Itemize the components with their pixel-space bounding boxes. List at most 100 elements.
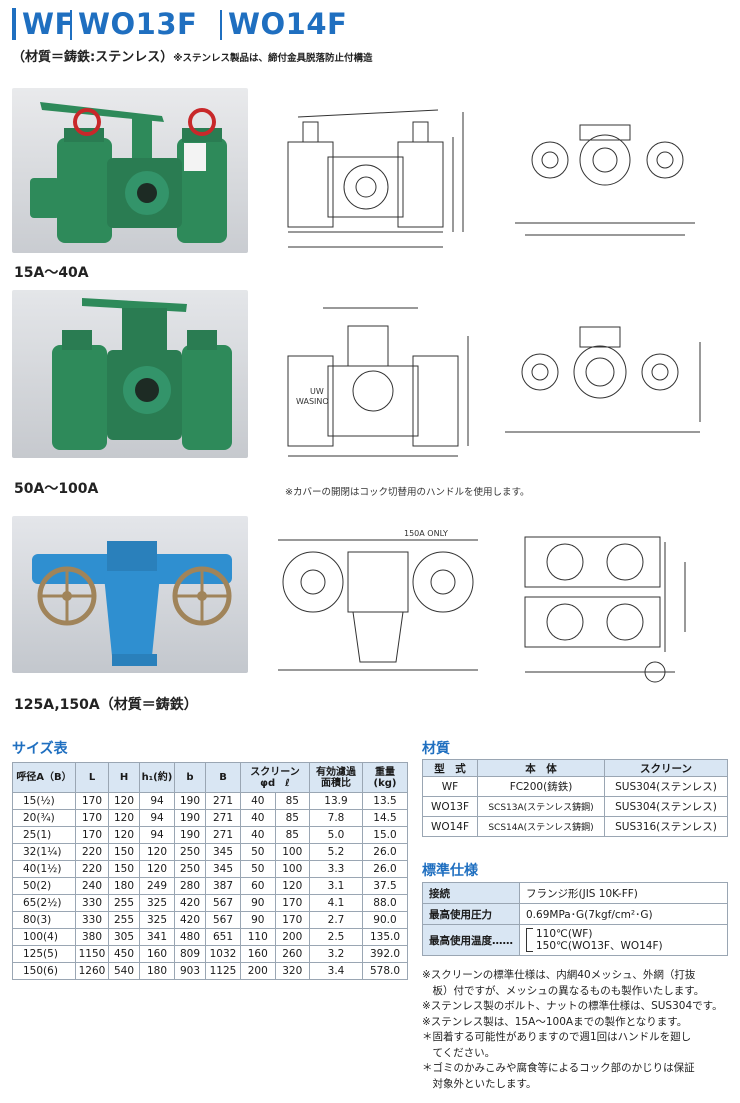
- size-cell: 170: [75, 826, 109, 844]
- material-col-model: 型 式: [422, 759, 478, 777]
- material-table-title: 材質: [422, 741, 450, 757]
- size-cell: 220: [75, 843, 109, 861]
- size-cell: 40: [240, 809, 276, 827]
- size-cell: 3.1: [309, 877, 363, 895]
- temperature-wo: 150℃(WO13F、WO14F): [536, 940, 663, 952]
- material-table: 型 式 本 体 スクリーン WF FC200(鋳鉄) SUS304(ステンレス)…: [422, 759, 728, 837]
- size-cell: 110: [240, 928, 276, 946]
- size-cell: 160: [240, 945, 276, 963]
- size-cell-nominal: 150(6): [12, 962, 76, 980]
- note-line: 板）付ですが、メッシュの異なるものも製作いたします。: [422, 984, 705, 997]
- col-header-b-small: b: [174, 762, 206, 793]
- material-screen: SUS304(ステンレス): [604, 796, 728, 817]
- size-cell-nominal: 15(½): [12, 792, 76, 810]
- drawing-label-150a-only: 150A ONLY: [404, 529, 448, 538]
- material-screen: SUS304(ステンレス): [604, 776, 728, 797]
- size-cell: 94: [139, 809, 175, 827]
- size-cell: 271: [205, 792, 241, 810]
- size-cell: 13.5: [362, 792, 408, 810]
- material-model: WO13F: [422, 796, 478, 817]
- size-cell: 249: [139, 877, 175, 895]
- product-photo-50a-100a: [12, 290, 248, 458]
- size-cell: 85: [274, 792, 310, 810]
- size-cell: 3.3: [309, 860, 363, 878]
- spec-table: 接続 フランジ形(JIS 10K-FF) 最高使用圧力 0.69MPa･G(7k…: [422, 882, 728, 956]
- spec-value-temperature: 110℃(WF) 150℃(WO13F、WO14F): [519, 924, 728, 956]
- size-cell: 567: [205, 894, 241, 912]
- product-photo-15a-40a: [12, 88, 248, 253]
- size-cell: 88.0: [362, 894, 408, 912]
- size-cell: 160: [139, 945, 175, 963]
- size-cell: 450: [108, 945, 140, 963]
- size-cell: 305: [108, 928, 140, 946]
- size-cell: 271: [205, 809, 241, 827]
- col-header-screen-label: スクリーン: [250, 766, 300, 778]
- material-header-row: 型 式 本 体 スクリーン: [422, 759, 728, 777]
- col-header-filter-area: 有効濾過 面積比: [309, 762, 363, 793]
- col-header-screen-sub: φd ℓ: [260, 777, 290, 789]
- size-cell: 345: [205, 843, 241, 861]
- material-row: WF FC200(鋳鉄) SUS304(ステンレス): [422, 776, 728, 797]
- page-header: WF WO13F WO14F: [12, 7, 728, 41]
- size-cell: 260: [274, 945, 310, 963]
- size-cell: 651: [205, 928, 241, 946]
- size-table-header-row: 呼径A（B） L H h₁(約) b B スクリーン φd ℓ 有効濾過 面積比…: [12, 762, 408, 793]
- size-cell: 120: [108, 809, 140, 827]
- size-cell: 120: [108, 826, 140, 844]
- size-cell: 250: [174, 843, 206, 861]
- material-col-body: 本 体: [477, 759, 605, 777]
- size-cell: 392.0: [362, 945, 408, 963]
- size-cell: 100: [274, 860, 310, 878]
- spec-label-temperature: 最高使用温度……: [422, 924, 520, 956]
- size-cell: 60: [240, 877, 276, 895]
- size-cell: 40: [240, 792, 276, 810]
- size-cell: 3.4: [309, 962, 363, 980]
- notes-block: ※スクリーンの標準仕様は、内網40メッシュ、外網（打抜 板）付ですが、メッシュの…: [422, 968, 728, 1092]
- size-cell: 85: [274, 826, 310, 844]
- size-cell: 120: [108, 792, 140, 810]
- size-cell: 345: [205, 860, 241, 878]
- material-body: FC200(鋳鉄): [477, 776, 605, 797]
- size-cell: 330: [75, 911, 109, 929]
- technical-drawing-side-125a-150a: 150A ONLY: [268, 522, 486, 677]
- col-header-weight-sub: (kg): [373, 777, 397, 789]
- header-accent-bar: [12, 8, 16, 40]
- col-header-weight-label: 重量: [375, 766, 395, 778]
- product-photo-125a-150a: [12, 516, 248, 673]
- material-body: SCS13A(ステンレス鋳鋼): [477, 796, 605, 817]
- temperature-lines: 110℃(WF) 150℃(WO13F、WO14F): [536, 928, 663, 952]
- spec-label-pressure: 最高使用圧力: [422, 903, 520, 925]
- size-cell: 135.0: [362, 928, 408, 946]
- spec-row-connection: 接続 フランジ形(JIS 10K-FF): [422, 882, 728, 904]
- size-cell: 190: [174, 826, 206, 844]
- drawing-label-uw: UW: [310, 387, 324, 396]
- material-screen: SUS316(ステンレス): [604, 816, 728, 837]
- material-model: WO14F: [422, 816, 478, 837]
- material-note: ※ステンレス製品は、締付金具脱落防止付構造: [173, 53, 373, 64]
- model-title-wo13f: WO13F: [78, 7, 198, 41]
- size-cell: 200: [240, 962, 276, 980]
- size-cell: 809: [174, 945, 206, 963]
- material-body: SCS14A(ステンレス鋳鋼): [477, 816, 605, 837]
- technical-drawing-top-125a-150a: [505, 522, 710, 697]
- size-cell: 85: [274, 809, 310, 827]
- size-cell: 325: [139, 894, 175, 912]
- technical-drawing-side-15a-40a: [268, 92, 478, 267]
- size-cell: 190: [174, 809, 206, 827]
- size-cell: 4.1: [309, 894, 363, 912]
- size-cell: 170: [274, 911, 310, 929]
- size-cell: 420: [174, 911, 206, 929]
- caption-50a-100a: 50A〜100A: [14, 481, 99, 497]
- spec-label-connection: 接続: [422, 882, 520, 904]
- col-header-h: H: [108, 762, 140, 793]
- size-cell: 94: [139, 826, 175, 844]
- size-cell: 190: [174, 792, 206, 810]
- size-cell: 90: [240, 911, 276, 929]
